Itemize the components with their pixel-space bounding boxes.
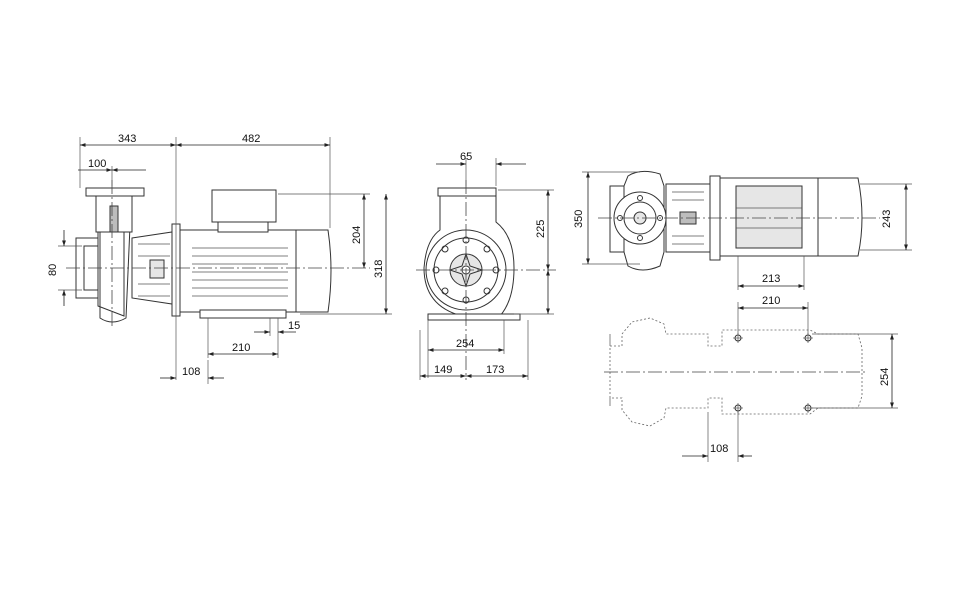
fan-cover: [295, 229, 332, 313]
motor-cooling-fins: [192, 247, 288, 297]
volute-casing: [97, 221, 125, 317]
outlet-flange: [85, 187, 145, 197]
dim-base-offset: 108: [182, 366, 200, 378]
dim-total-height: 318: [373, 260, 385, 278]
top-view: 350 243 213: [573, 170, 912, 290]
front-view: 65 225 254 149 173: [416, 151, 556, 380]
dim-hole-spacing-y: 254: [879, 368, 891, 386]
dim-outlet-offset: 65: [460, 151, 472, 163]
dim-motor-diameter: 243: [881, 210, 893, 228]
dim-inlet-offset: 100: [88, 158, 106, 170]
dim-foot-spacing: 210: [232, 342, 250, 354]
terminal-box: [211, 189, 277, 223]
motor-body: [179, 229, 297, 313]
dim-left-width: 149: [434, 364, 452, 376]
dim-hole-spacing-x: 210: [762, 295, 780, 307]
coupling: [149, 259, 165, 279]
dim-foot-hole: 15: [288, 320, 300, 332]
dim-motor-height: 204: [351, 226, 363, 244]
dim-foot-width: 254: [456, 338, 474, 350]
foot-mounting-holes: [733, 333, 813, 413]
front-base: [427, 313, 521, 321]
foot-plan-view: 210 254 108: [604, 295, 898, 462]
foot-plan-outline: [609, 317, 863, 427]
dim-top-width: 350: [573, 210, 585, 228]
dim-inlet-diameter: 80: [47, 264, 59, 276]
dim-hole-offset: 108: [710, 443, 728, 455]
dim-shaft-height: 225: [535, 220, 547, 238]
dim-motor-length: 482: [242, 133, 260, 145]
dim-right-width: 173: [486, 364, 504, 376]
side-view: 343 482 100 80 204 318 210 15 108: [47, 133, 392, 384]
front-outlet-flange: [437, 187, 497, 197]
top-fan-cover: [817, 177, 863, 257]
motor-feet: [199, 309, 287, 319]
dim-overall-width: 343: [118, 133, 136, 145]
dim-foot-length: 213: [762, 273, 780, 285]
top-terminal-box: [735, 185, 803, 249]
